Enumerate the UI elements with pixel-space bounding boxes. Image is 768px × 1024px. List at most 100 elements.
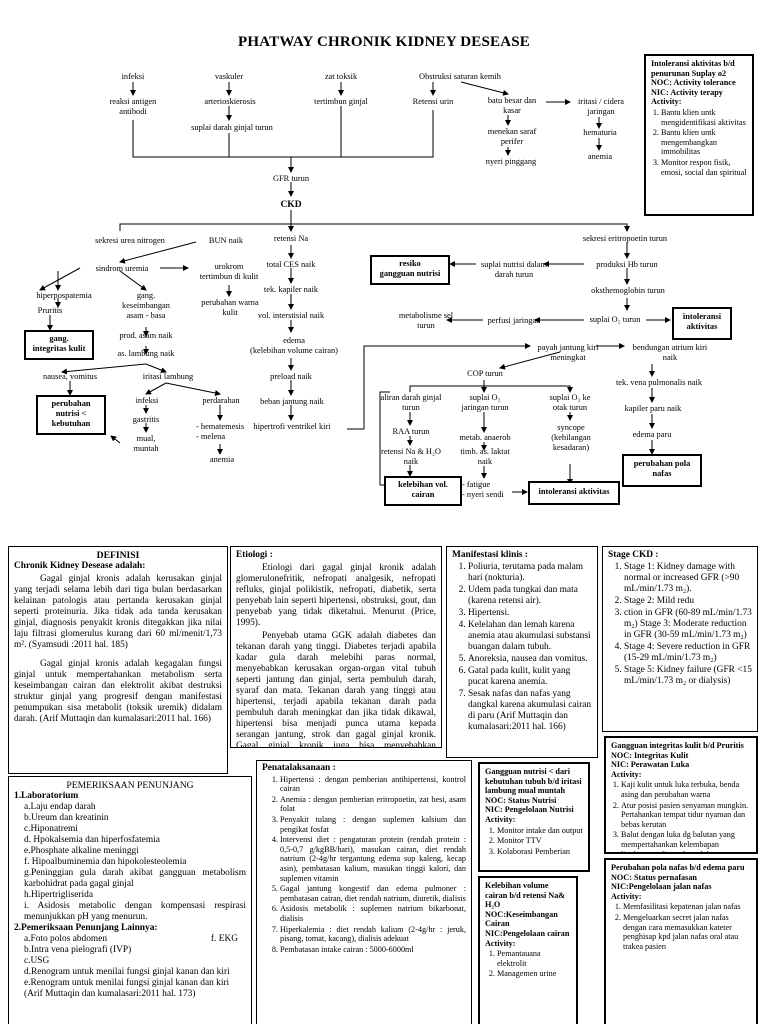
- lab-item: d. Hpokalsemia dan hiperfosfatemia: [24, 835, 160, 845]
- lab-item: f. Hipoalbuminemia dan hipokolesteolemia: [24, 857, 187, 867]
- integritas-kulit-header: Gangguan integritas kulit b/d Pruritis: [611, 741, 744, 750]
- lab-item: i. Asidosis metabolic dengan kompensasi …: [24, 901, 246, 922]
- flow-arrows: [39, 81, 671, 495]
- node-metab: metab. anaerob: [459, 433, 511, 442]
- node-total-ces: total CES naik: [266, 260, 316, 269]
- node-edema-paru: edema paru: [632, 430, 672, 439]
- node-timb-laktat: timb. as. laktat naik: [460, 447, 510, 466]
- integritas-kulit-nic: NIC: Perawatan Luka: [611, 760, 690, 770]
- node-suplai-o2-otak: suplai O₂ ke otak turun: [549, 393, 591, 412]
- node-iritasi-lambung: iritasi lambung: [142, 372, 194, 381]
- kelebihan-volume-panel: Kelebihan volume cairan b/d retensi Na& …: [478, 876, 578, 1024]
- node-sindrom: sindrom uremia: [95, 264, 149, 273]
- node-vaskuler: vaskuler: [214, 72, 244, 81]
- pola-nafas-nic: NIC:Pengelolaan jalan nafas: [611, 882, 712, 892]
- manifestasi-panel: Manifestasi klinis : Poliuria, terutama …: [446, 546, 598, 758]
- stage-item: Stage 1: Kidney damage with normal or in…: [624, 562, 752, 595]
- kelebihan-volume-item: Managemen urine: [497, 969, 571, 979]
- node-obstruksi: Obstruksi saturan kemih: [419, 72, 501, 81]
- pemeriksaan-heading: PEMERIKSAAN PENUNJANG: [66, 780, 194, 791]
- node-urokrom: urokrom tertimbun di kulit: [199, 262, 259, 281]
- node-bendungan: bendungan atrium kiri naik: [632, 343, 708, 362]
- lab-item: b.Ureum dan kreatinin: [24, 813, 109, 823]
- penatalaksanaan-item: Pembatasan intake cairan : 5000-6000ml: [280, 945, 466, 955]
- dx-perubahan-nutrisi: perubahan nutrisi < kebutuhan: [36, 395, 106, 435]
- lain-item: c.USG: [24, 956, 50, 966]
- etiologi-panel: Etiologi : Etiologi dari gagal ginjal kr…: [230, 546, 442, 748]
- intoleransi-item: Bantu klien untk mengembangkan immobilit…: [661, 128, 747, 157]
- node-sekresi-urea: sekresi urea nitrogen: [95, 236, 165, 245]
- node-perdarahan: perdarahan: [202, 396, 240, 405]
- kelebihan-volume-item: Pemantauana elektrolit: [497, 949, 571, 968]
- node-anemia-top: anemia: [587, 152, 613, 161]
- node-beban: beban jantung naik: [260, 397, 324, 406]
- pola-nafas-panel: Perubahan pola nafas b/d edema paru NOC:…: [604, 858, 758, 1024]
- node-suplai-nutrisi: suplai nutrisi dalam darah turun: [480, 260, 548, 279]
- penatalaksanaan-item: Gagal jantung kongestif dan edema pulmon…: [280, 884, 466, 903]
- dx-intoleransi-aktivitas-mid: intoleransi aktivitas: [672, 307, 732, 340]
- intoleransi-header: Intoleransi aktivitas b/d penurunan Supl…: [651, 59, 735, 78]
- pola-nafas-noc: NOC: Status pernafasan: [611, 872, 697, 882]
- integritas-kulit-item: Kaji kulit untuk luka terbuka, benda asi…: [621, 780, 751, 799]
- node-payah: payah jantung kiri meningkat: [537, 343, 599, 362]
- node-sekresi-eritro: sekresi eritropoetin turun: [582, 234, 668, 243]
- dx-resiko-nutrisi: resiko gangguan nutrisi: [370, 255, 450, 285]
- node-vol-interstisial: vol. interstisial naik: [257, 311, 325, 320]
- node-tek-kapiler: tek. kapiler naik: [263, 285, 319, 294]
- intoleransi-item: Bantu klien untk mengidentifikasi aktivi…: [661, 108, 747, 127]
- intoleransi-activity-label: Activity:: [651, 97, 682, 107]
- penatalaksanaan-heading: Penatalaksanaan :: [262, 763, 336, 773]
- node-fatigue: - fatigue - nyeri sendi: [462, 480, 504, 499]
- node-kapiler-paru: kapiler paru naik: [624, 404, 682, 413]
- lain-item: e.Renogram untuk menilai fungsi ginjal k…: [24, 978, 230, 999]
- node-vena-pulmonalis: tek. vena pulmonalis naik: [615, 378, 703, 387]
- lab-item: e.Phosphate alkaline meninggi: [24, 846, 139, 856]
- node-edema: edema (kelebihan volume cairan): [250, 336, 338, 355]
- dx-gang-integritas-kulit: gang. integritas kulit: [24, 330, 94, 360]
- node-pruritis: Pruritis: [37, 306, 63, 315]
- node-raa: RAA turun: [392, 427, 430, 436]
- penatalaksanaan-panel: Penatalaksanaan : Hipertensi : dengan pe…: [256, 760, 472, 1024]
- node-zat-toksik: zat toksik: [324, 72, 358, 81]
- definisi-para2: Gagal ginjal kronis adalah kegagalan fun…: [14, 659, 222, 724]
- gangguan-nutrisi-item: Kolaborasi Pemberian: [497, 847, 583, 857]
- dx-kelebihan-vol-cairan: kelebihan vol. cairan: [384, 476, 462, 506]
- definisi-subheading: Chronik Kidney Desease adalah:: [14, 561, 146, 571]
- node-suplai-darah: suplai darah ginjal turun: [191, 123, 273, 132]
- manifestasi-item: Hipertensi.: [468, 608, 592, 619]
- lain-item: a.Foto polos abdomen: [24, 934, 108, 944]
- pemeriksaan-panel: PEMERIKSAAN PENUNJANG 1.Laboratorium a.L…: [8, 776, 252, 1024]
- node-syncope: syncope (kehilangan kesadaran): [551, 423, 591, 452]
- etiologi-heading: Etiologi :: [236, 550, 273, 560]
- node-perubahan-warna: perubahan warna kulit: [201, 298, 259, 317]
- node-retensi-na-h2o: retensi Na & H₂O naik: [381, 447, 441, 466]
- penatalaksanaan-item: Anemia : dengan pemberian eritropoetin, …: [280, 795, 466, 814]
- penatalaksanaan-item: Hiperkalemia : diet rendah kalium (2-4g/…: [280, 925, 466, 944]
- lab-item: g.Peninggian gula darah akibat gangguan …: [24, 868, 246, 889]
- node-gang-keseimbangan: gang. keseimbangan asam - basa: [122, 291, 170, 320]
- node-hipertrofi: hipertrofi ventrikel kiri: [253, 422, 331, 431]
- kelebihan-volume-header: Kelebihan volume cairan b/d retensi Na& …: [485, 881, 566, 910]
- integritas-kulit-item: Balut dengan luka dg balutan yang memper…: [621, 830, 751, 852]
- node-menekan: menekan saraf perifer: [487, 127, 537, 146]
- penatalaksanaan-item: Penyakit tulang : dengan suplemen kalsiu…: [280, 815, 466, 834]
- etiologi-para1: Etiologi dari gagal ginjal kronik adalah…: [236, 563, 436, 628]
- gangguan-nutrisi-nic: NIC: Pengelolaan Nutrisi: [485, 805, 574, 815]
- lab-item: c.Hiponatremi: [24, 824, 78, 834]
- lain-item-ekg: f. EKG: [210, 934, 238, 944]
- gangguan-nutrisi-header: Gangguan nutrisi < dari kebutuhan tubuh …: [485, 767, 582, 796]
- penatalaksanaan-item: Intervensi diet : pengaturan protein (re…: [280, 835, 466, 883]
- node-gfr: GFR turun: [272, 174, 310, 183]
- manifestasi-item: Anoreksia, nausea dan vomitus.: [468, 654, 592, 665]
- manifestasi-item: Gatal pada kulit, kulit yang pucat karen…: [468, 666, 592, 688]
- lab-item: h.Hipertrigliserida: [24, 890, 93, 900]
- manifestasi-item: Udem pada tungkai dan mata (karena reten…: [468, 585, 592, 607]
- node-mual: mual, muntah: [133, 434, 159, 453]
- manifestasi-item: Kelelahan dan lemah karena anemia atau a…: [468, 620, 592, 653]
- intoleransi-noc: NOC: Activity tolerance: [651, 78, 736, 88]
- node-nausea: nausea, vomitus: [43, 372, 97, 381]
- node-gastritis: gastritis: [132, 415, 160, 424]
- node-hiperpospatemia: hiperpospatemia: [36, 291, 92, 300]
- node-ckd: CKD: [280, 200, 302, 210]
- gangguan-nutrisi-item: Monitor TTV: [497, 836, 583, 846]
